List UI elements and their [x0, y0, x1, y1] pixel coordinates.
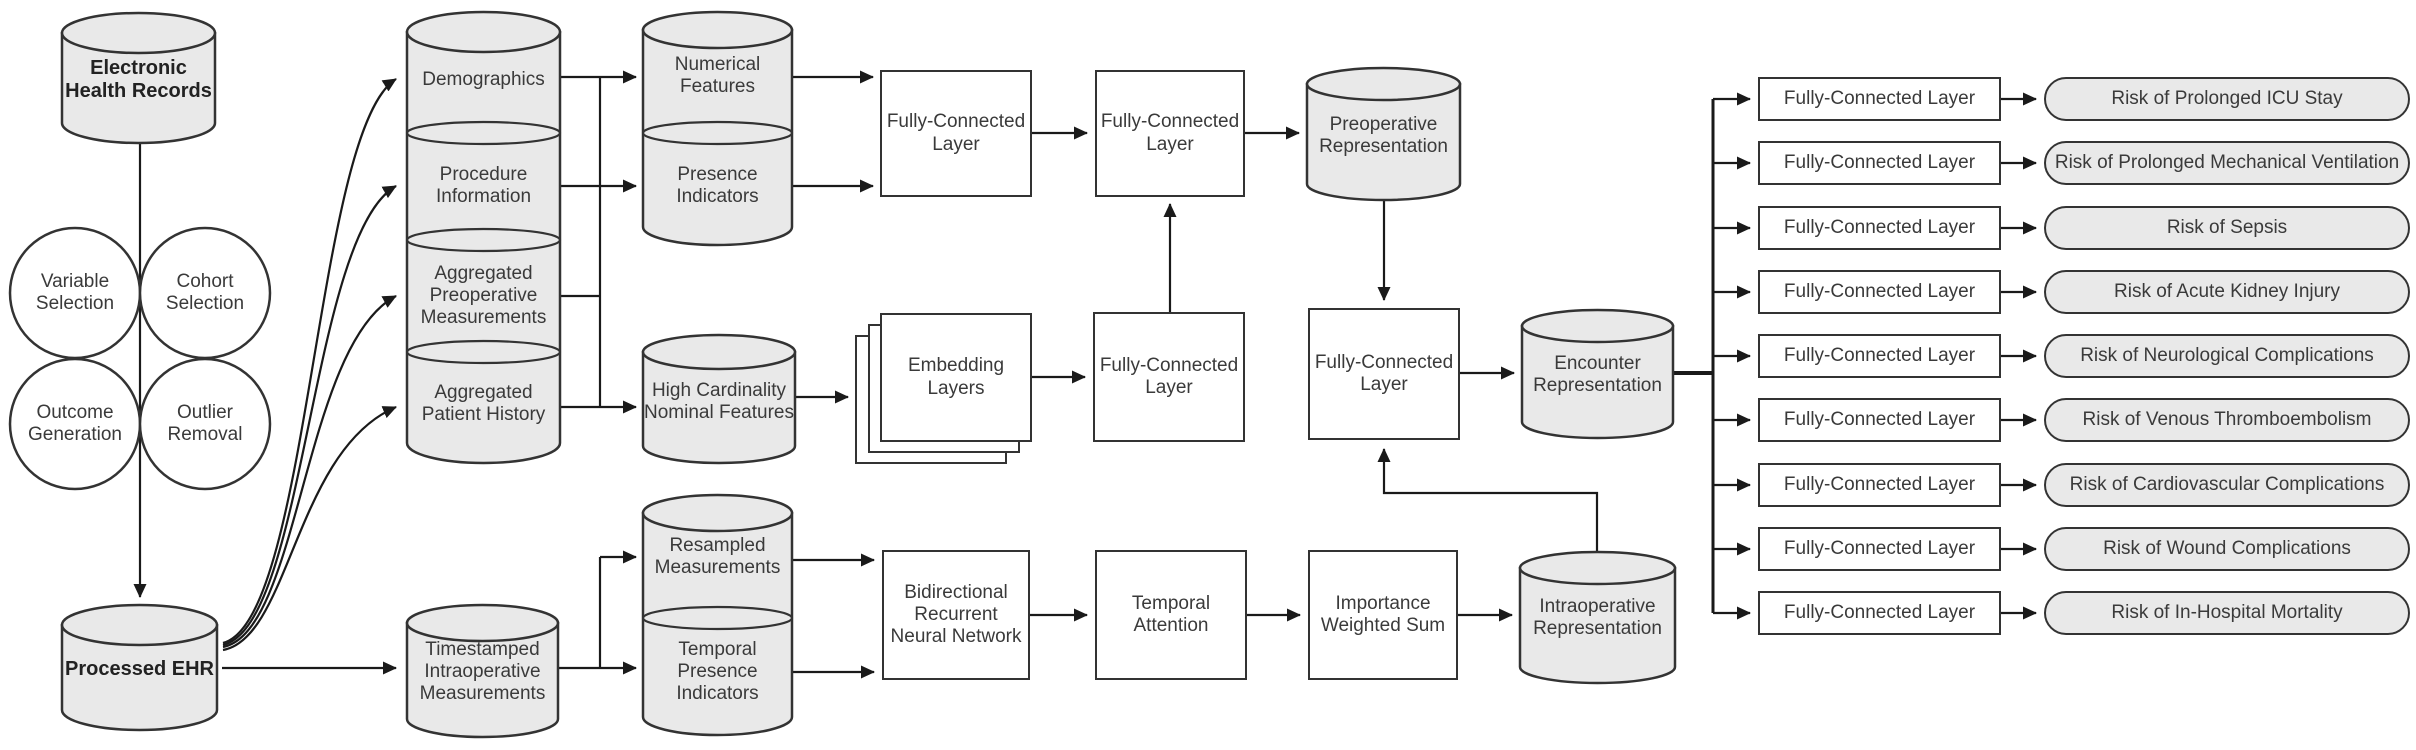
- cohort-selection-circle: [138, 226, 272, 360]
- resampled-temporal-stacked-cylinder: [641, 493, 794, 737]
- embedding-layers-box: Embedding Layers: [880, 313, 1032, 442]
- process-circles: [8, 226, 272, 491]
- risk-pill-6: Risk of Venous Thromboembolism: [2044, 398, 2410, 442]
- risk-pill-3: Risk of Sepsis: [2044, 206, 2410, 250]
- temporal-attention-box: Temporal Attention: [1095, 550, 1247, 680]
- fully-connected-layer-box-embedding: Fully-Connected Layer: [1093, 312, 1245, 442]
- risk-pill-9: Risk of In-Hospital Mortality: [2044, 591, 2410, 635]
- preoperative-sources-stacked-cylinder: [405, 10, 562, 465]
- ehr-cylinder: [60, 11, 217, 145]
- intraoperative-representation-cylinder: [1518, 550, 1677, 685]
- risk-pill-5: Risk of Neurological Complications: [2044, 334, 2410, 378]
- fully-connected-layer-box-central: Fully-Connected Layer: [1308, 308, 1460, 440]
- output-fc-box-5: Fully-Connected Layer: [1758, 334, 2001, 378]
- output-fc-box-3: Fully-Connected Layer: [1758, 206, 2001, 250]
- numerical-presence-stacked-cylinder: [641, 10, 794, 247]
- outlier-removal-circle: [138, 357, 272, 491]
- risk-pill-8: Risk of Wound Complications: [2044, 527, 2410, 571]
- outcome-generation-circle: [8, 357, 142, 491]
- risk-pill-1: Risk of Prolonged ICU Stay: [2044, 77, 2410, 121]
- fully-connected-layer-box-preop-2: Fully-Connected Layer: [1095, 70, 1245, 197]
- risk-pill-2: Risk of Prolonged Mechanical Ventilation: [2044, 141, 2410, 185]
- connector-lines: [133, 70, 2037, 679]
- output-fc-box-9: Fully-Connected Layer: [1758, 591, 2001, 635]
- risk-pill-7: Risk of Cardiovascular Complications: [2044, 463, 2410, 507]
- output-fc-box-4: Fully-Connected Layer: [1758, 270, 2001, 314]
- processed-ehr-cylinder: [60, 603, 219, 732]
- output-fc-box-8: Fully-Connected Layer: [1758, 527, 2001, 571]
- output-fc-box-1: Fully-Connected Layer: [1758, 77, 2001, 121]
- bidirectional-rnn-box: Bidirectional Recurrent Neural Network: [882, 550, 1030, 680]
- timestamped-intraoperative-cylinder: [405, 603, 560, 739]
- output-fc-box-2: Fully-Connected Layer: [1758, 141, 2001, 185]
- variable-selection-circle: [8, 226, 142, 360]
- output-fc-box-6: Fully-Connected Layer: [1758, 398, 2001, 442]
- output-fc-box-7: Fully-Connected Layer: [1758, 463, 2001, 507]
- importance-weighted-sum-box: Importance Weighted Sum: [1308, 550, 1458, 680]
- risk-pill-4: Risk of Acute Kidney Injury: [2044, 270, 2410, 314]
- high-cardinality-cylinder: [641, 333, 797, 465]
- fully-connected-layer-box-preop-1: Fully-Connected Layer: [880, 70, 1032, 197]
- encounter-representation-cylinder: [1520, 308, 1675, 440]
- preoperative-representation-cylinder: [1305, 66, 1462, 202]
